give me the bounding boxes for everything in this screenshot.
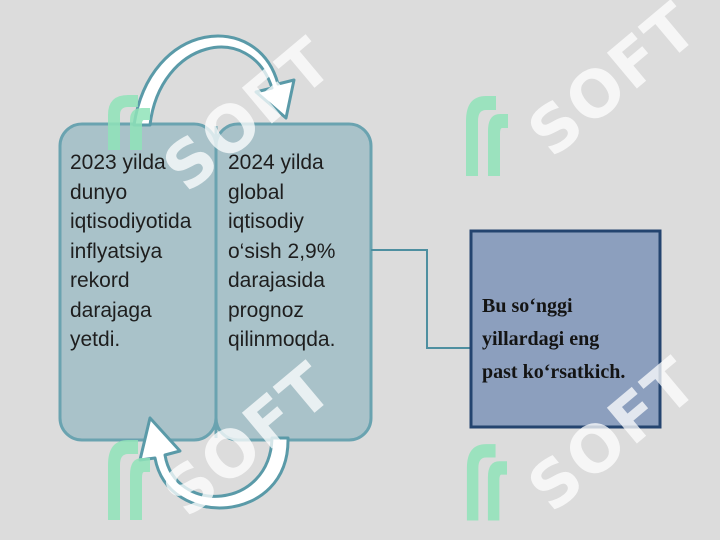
result-box-text: Bu so‘nggi yillardagi eng past ko‘rsatki… bbox=[482, 295, 626, 383]
left-panel-text: 2023 yilda dunyo iqtisodiyotida inflyats… bbox=[70, 151, 192, 351]
connector-line bbox=[371, 249, 470, 349]
right-panel-text: 2024 yilda global iqtisodiy o‘sish 2,9% … bbox=[228, 151, 336, 351]
top-curved-arrow bbox=[132, 34, 296, 127]
result-box bbox=[469, 229, 662, 429]
